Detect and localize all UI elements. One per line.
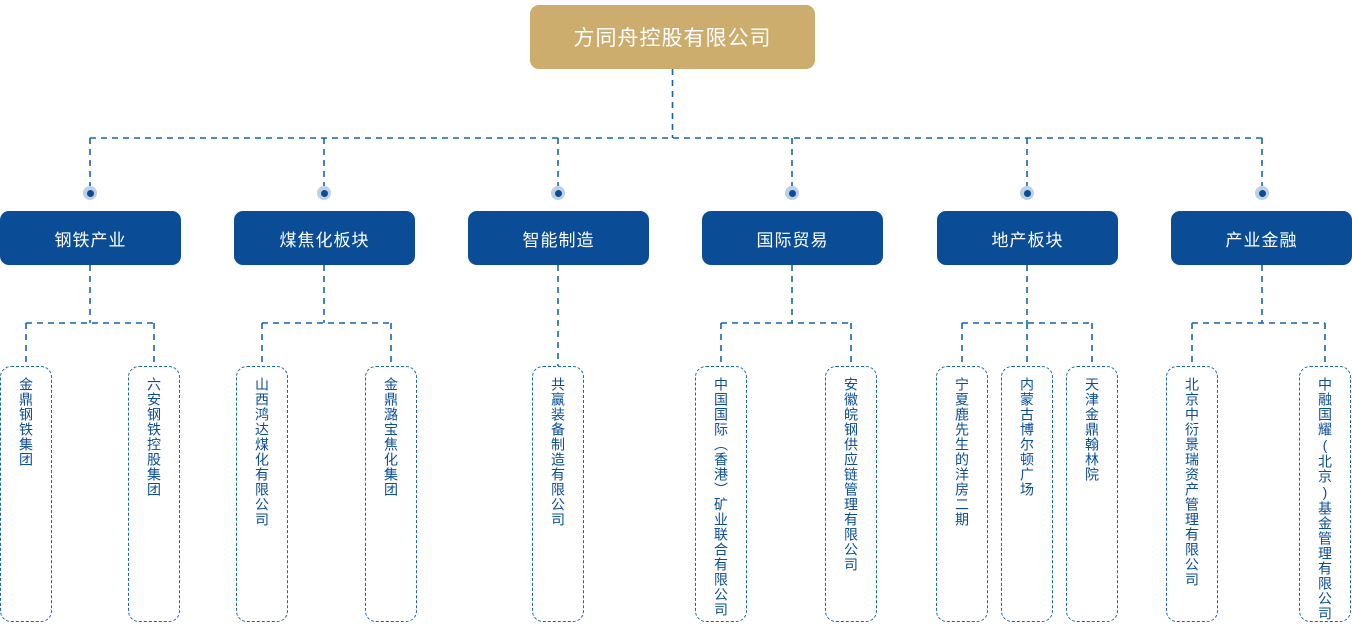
- division-node-label: 煤焦化板块: [279, 230, 370, 250]
- division-node-smart-manufacturing[interactable]: 智能制造: [468, 211, 649, 265]
- division-node-label: 智能制造: [522, 230, 595, 250]
- connector-dot-division-5: [1020, 186, 1034, 200]
- leaf-node[interactable]: 中融国耀(北京)基金管理有限公司: [1299, 366, 1351, 622]
- leaf-node[interactable]: 山西鸿达煤化有限公司: [236, 366, 288, 622]
- leaf-node-label: 中融国耀(北京)基金管理有限公司: [1317, 377, 1333, 621]
- leaf-node-label: 中国国际（香港）矿业联合有限公司: [713, 377, 729, 617]
- leaf-node[interactable]: 中国国际（香港）矿业联合有限公司: [695, 366, 747, 622]
- leaf-node[interactable]: 宁夏鹿先生的洋房二期: [936, 366, 988, 622]
- connector-dot-division-1: [83, 186, 97, 200]
- leaf-node-label: 安徽皖钢供应链管理有限公司: [843, 377, 859, 572]
- division-node-industrial-finance[interactable]: 产业金融: [1171, 211, 1352, 265]
- connector-dot-division-4: [785, 186, 799, 200]
- division-node-label: 国际贸易: [756, 230, 829, 250]
- connector-dot-division-2: [317, 186, 331, 200]
- leaf-node-label: 内蒙古博尔顿广场: [1019, 377, 1035, 497]
- leaf-node[interactable]: 共赢装备制造有限公司: [532, 366, 584, 622]
- leaf-node-label: 金鼎潞宝焦化集团: [383, 377, 399, 497]
- leaf-node-label: 金鼎钢铁集团: [18, 377, 34, 467]
- division-node-label: 钢铁产业: [54, 230, 127, 250]
- division-node-label: 产业金融: [1225, 230, 1298, 250]
- division-node-real-estate[interactable]: 地产板块: [937, 211, 1118, 265]
- leaf-node[interactable]: 北京中衍景瑞资产管理有限公司: [1166, 366, 1218, 622]
- leaf-node[interactable]: 金鼎钢铁集团: [0, 366, 52, 622]
- leaf-node-label: 共赢装备制造有限公司: [550, 377, 566, 527]
- division-node-coking[interactable]: 煤焦化板块: [234, 211, 415, 265]
- root-node-label: 方同舟控股有限公司: [573, 27, 772, 50]
- leaf-node-label: 山西鸿达煤化有限公司: [254, 377, 270, 527]
- connector-dot-division-3: [551, 186, 565, 200]
- leaf-node-label: 六安钢铁控股集团: [146, 377, 162, 497]
- division-node-label: 地产板块: [991, 230, 1064, 250]
- division-node-steel[interactable]: 钢铁产业: [0, 211, 181, 265]
- division-node-international-trade[interactable]: 国际贸易: [702, 211, 883, 265]
- leaf-node[interactable]: 天津金鼎翰林院: [1066, 366, 1118, 622]
- leaf-node-label: 宁夏鹿先生的洋房二期: [954, 377, 970, 527]
- leaf-node[interactable]: 金鼎潞宝焦化集团: [365, 366, 417, 622]
- connector-dot-division-6: [1255, 186, 1269, 200]
- leaf-node[interactable]: 内蒙古博尔顿广场: [1001, 366, 1053, 622]
- root-node[interactable]: 方同舟控股有限公司: [530, 5, 815, 69]
- leaf-node-label: 北京中衍景瑞资产管理有限公司: [1184, 377, 1200, 587]
- leaf-node-label: 天津金鼎翰林院: [1084, 377, 1100, 482]
- leaf-node[interactable]: 六安钢铁控股集团: [128, 366, 180, 622]
- leaf-node[interactable]: 安徽皖钢供应链管理有限公司: [825, 366, 877, 622]
